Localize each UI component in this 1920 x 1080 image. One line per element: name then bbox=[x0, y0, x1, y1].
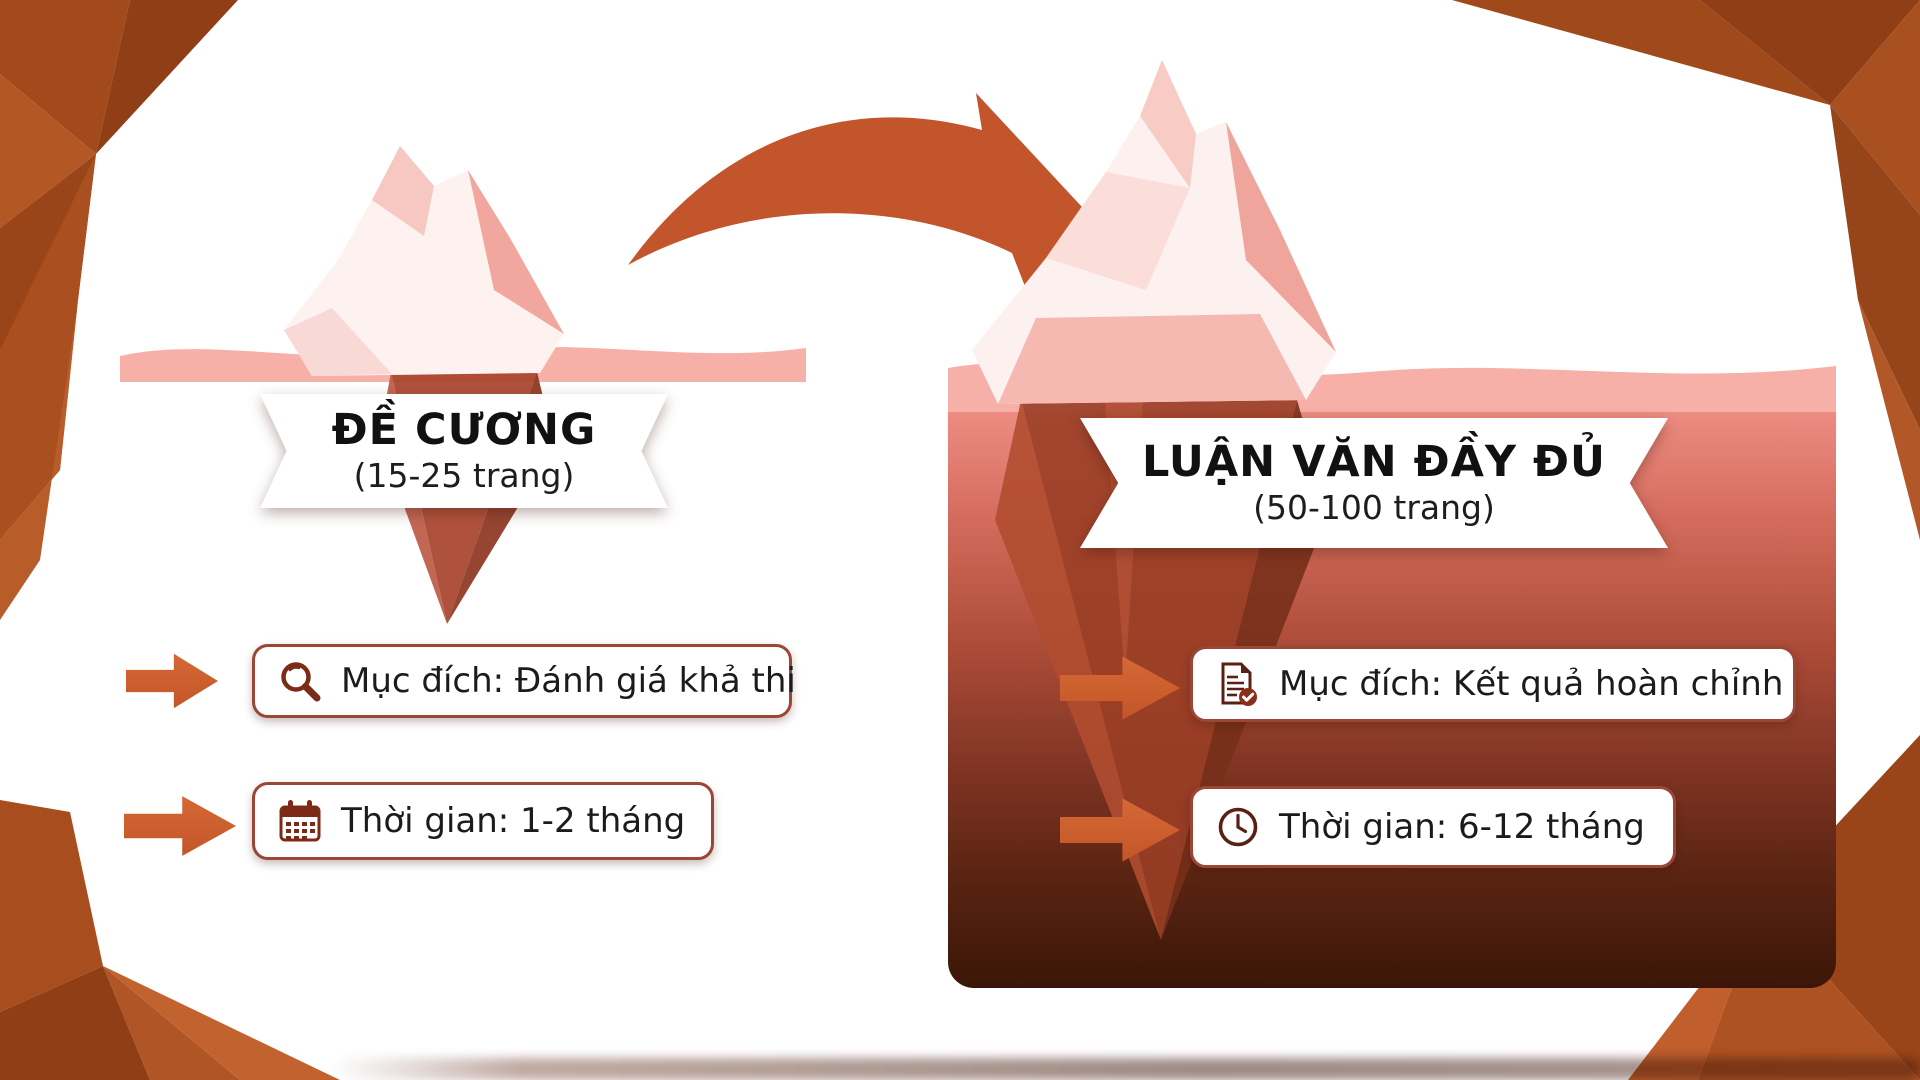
duration-pill: Thời gian: 6-12 tháng bbox=[1190, 786, 1676, 868]
magnifier-icon bbox=[281, 662, 321, 702]
calendar-icon bbox=[279, 800, 321, 842]
purpose-text: Mục đích: Đánh giá khả thi bbox=[341, 661, 796, 701]
purpose-pill: Mục đích: Kết quả hoàn chỉnh bbox=[1190, 646, 1796, 722]
transition-swoosh-arrow bbox=[628, 93, 1108, 320]
duration-text: Thời gian: 1-2 tháng bbox=[341, 801, 686, 841]
right-banner-subtitle: (50-100 trang) bbox=[1253, 487, 1495, 527]
document-check-icon bbox=[1221, 662, 1257, 706]
left-banner: ĐỀ CƯƠNG (15-25 trang) bbox=[260, 394, 668, 508]
clock-icon bbox=[1218, 807, 1258, 847]
duration-pill: Thời gian: 1-2 tháng bbox=[252, 782, 714, 860]
duration-text: Thời gian: 6-12 tháng bbox=[1279, 807, 1645, 847]
left-iceberg-tip bbox=[284, 146, 564, 376]
purpose-pill: Mục đích: Đánh giá khả thi bbox=[252, 644, 796, 718]
left-banner-subtitle: (15-25 trang) bbox=[353, 455, 575, 495]
left-banner-title: ĐỀ CƯƠNG bbox=[331, 405, 597, 456]
right-banner: LUẬN VĂN ĐẦY ĐỦ (50-100 trang) bbox=[1080, 418, 1668, 548]
purpose-text: Mục đích: Kết quả hoàn chỉnh bbox=[1279, 664, 1784, 704]
right-iceberg-tip bbox=[972, 60, 1336, 404]
bottom-shadow-smear bbox=[330, 1058, 1920, 1080]
right-banner-title: LUẬN VĂN ĐẦY ĐỦ bbox=[1142, 437, 1606, 488]
